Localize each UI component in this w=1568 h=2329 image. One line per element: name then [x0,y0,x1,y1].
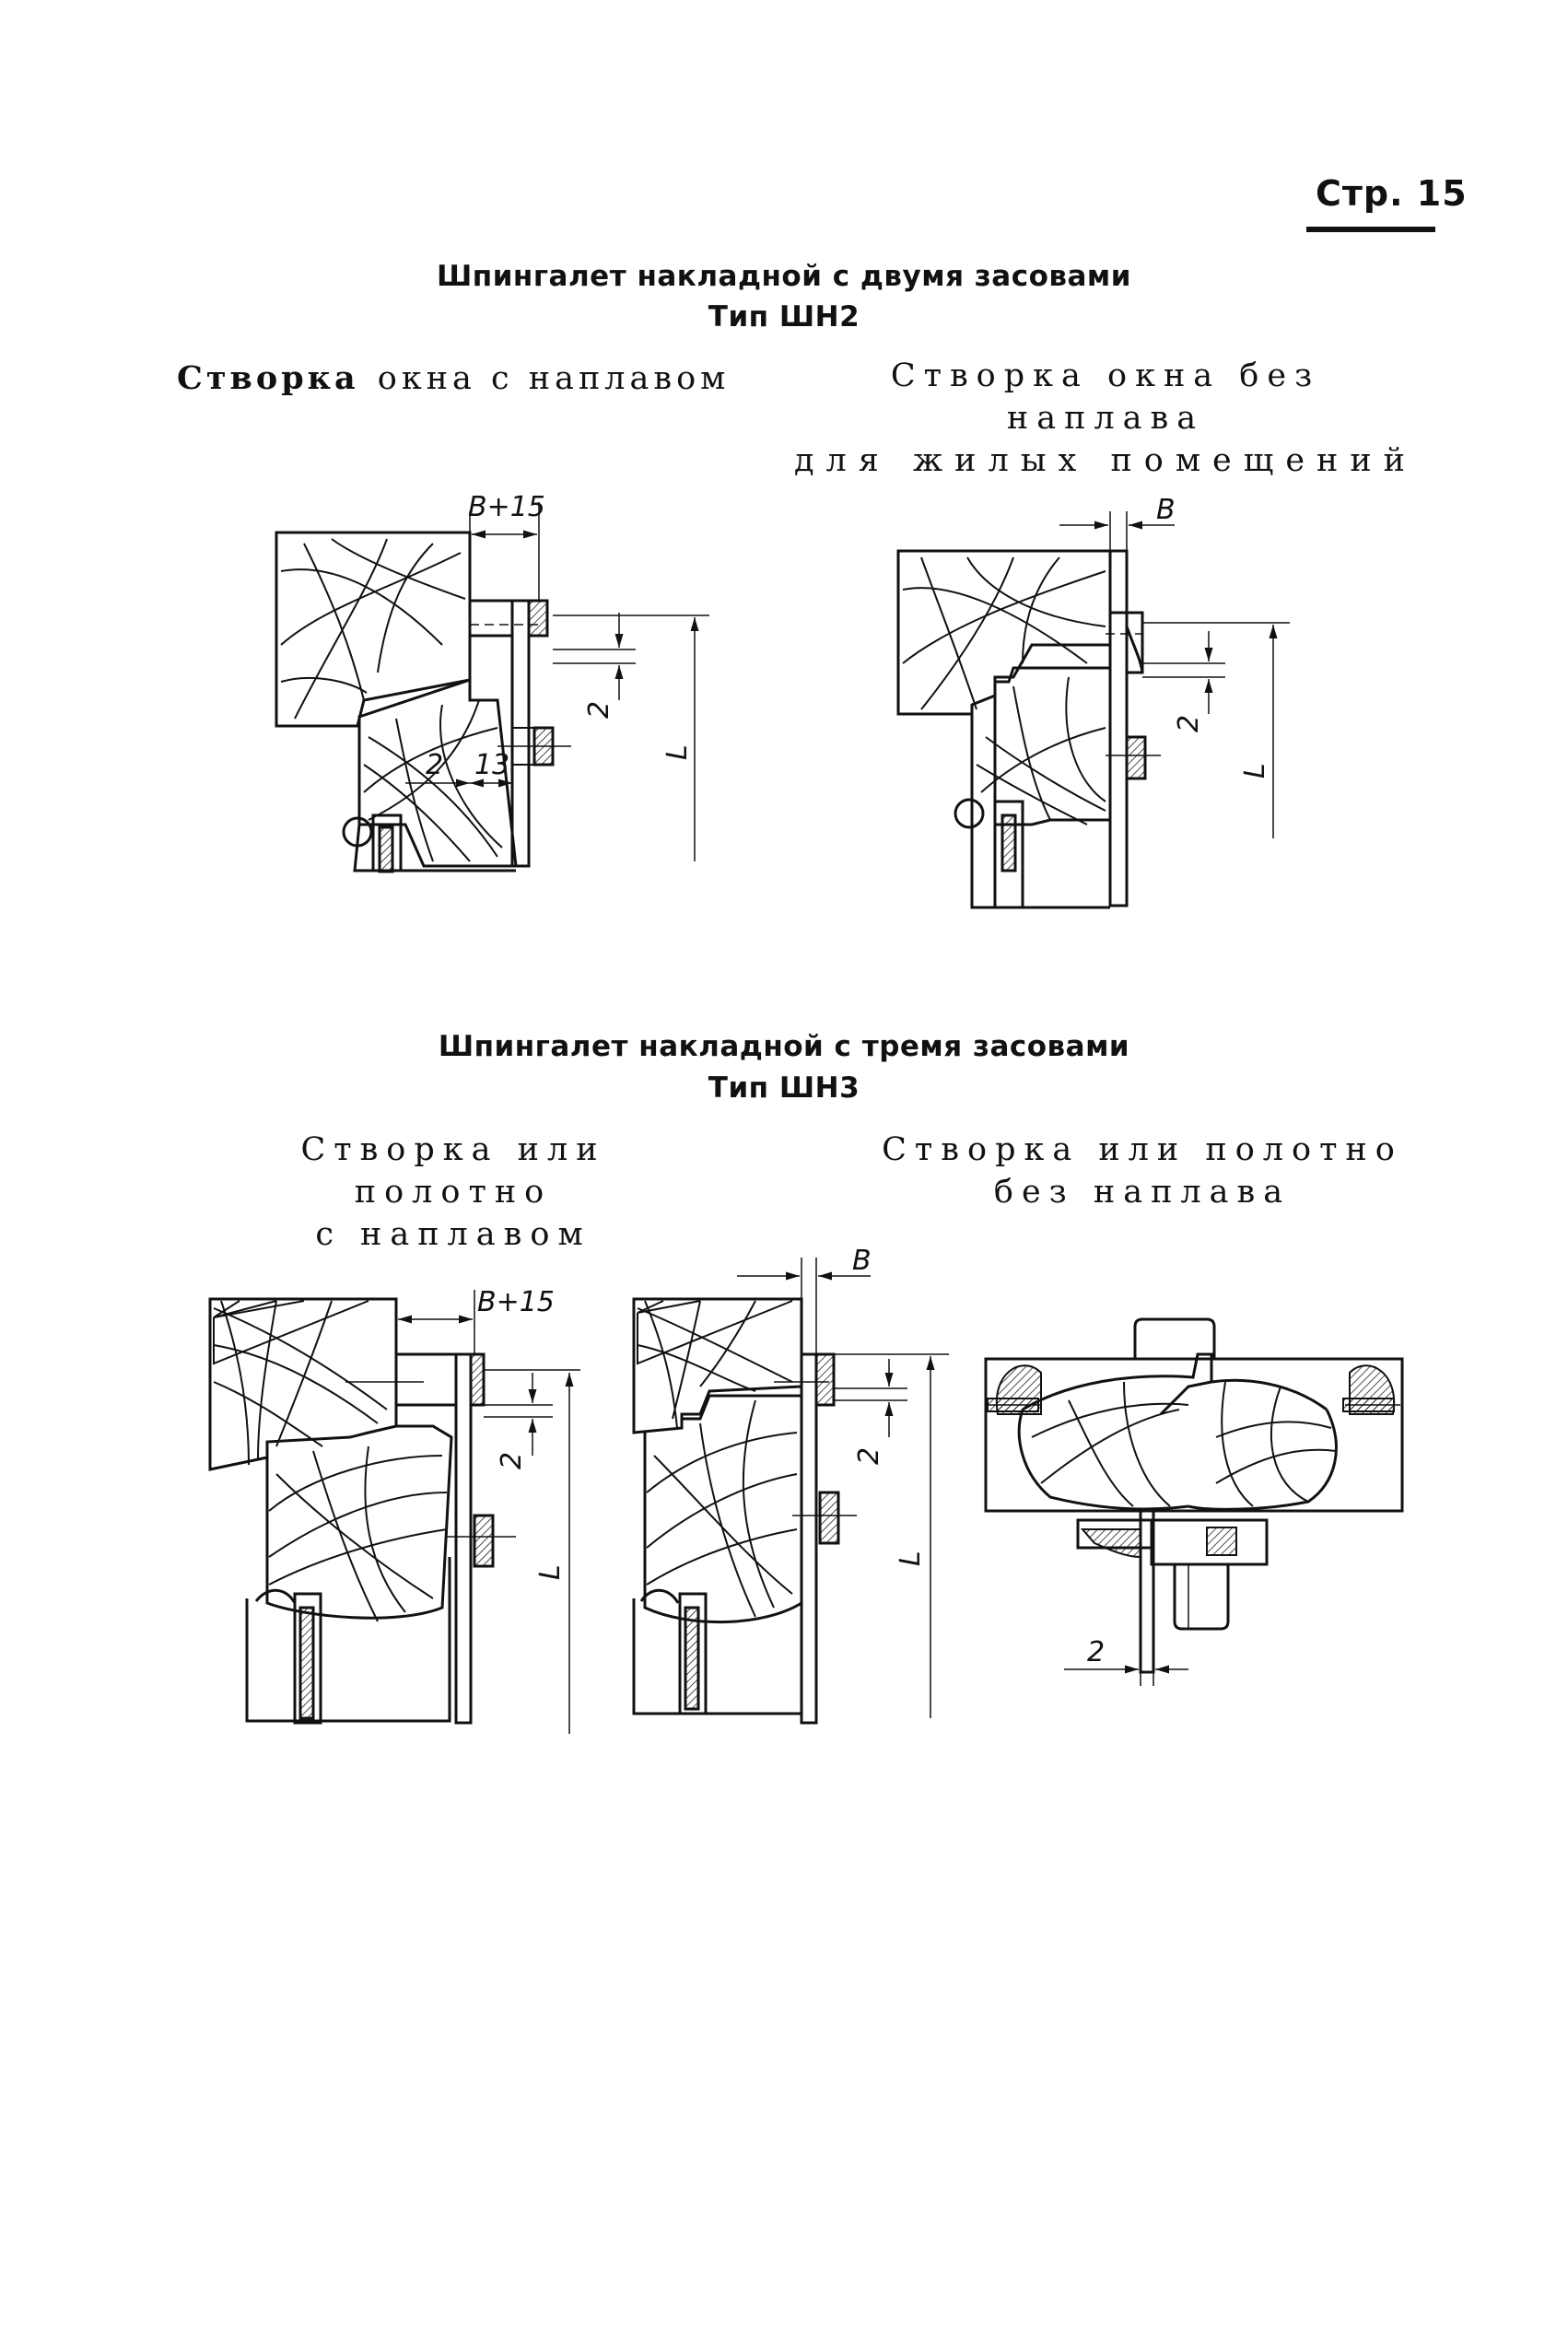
caption-shn3-right-line2: без наплава [993,1174,1292,1211]
caption-shn2-right-line2: для жилых помещений [793,442,1418,479]
fig5-dim-bottom: 2 [1087,1636,1105,1668]
page-number-underline [1306,227,1435,232]
page-number: Стр. 15 [1316,173,1468,214]
fig1-dim-top: B+15 [468,491,545,523]
fig4-dim-length: L [895,1551,927,1566]
caption-shn3-left: Створка или полотно с наплавом [205,1129,702,1256]
figure-shn3-with-overlap [208,1290,580,1734]
fig1-dim-length: L [661,744,694,760]
caption-shn3-right-line1: Створка или полотно [882,1131,1403,1168]
fig1-dim-b: 13 [474,749,509,781]
caption-shn2-left-emph: Створка [177,359,359,397]
section-shn2-title: Шпингалет накладной с двумя засовами [437,260,1131,293]
fig4-dim-top: B [852,1245,872,1277]
figure-shn3-plan-view [984,1317,1404,1686]
fig3-dim-length: L [534,1564,567,1580]
section-shn3-title: Шпингалет накладной с тремя засовами [438,1030,1130,1063]
fig3-dim-right: 2 [496,1452,528,1469]
figure-shn3-without-overlap [632,1258,949,1725]
fig3-dim-top: B+15 [477,1286,555,1318]
fig2-dim-right: 2 [1173,715,1205,732]
figure-shn2-with-overlap [275,502,709,873]
caption-shn2-right-line1: Створка окна без наплава [890,357,1321,437]
section-shn3-type: Тип ШН3 [708,1071,860,1105]
caption-shn3-left-line2: с наплавом [315,1216,591,1253]
caption-shn2-left-rest: окна с наплавом [377,360,731,397]
caption-shn2-right: Створка окна без наплава для жилых помещ… [792,355,1419,482]
fig1-dim-a: 2 [426,749,443,781]
fig2-dim-length: L [1239,763,1271,778]
caption-shn3-right: Створка или полотно без наплава [875,1129,1410,1213]
section-shn2-type: Тип ШН2 [708,300,860,334]
fig1-dim-right: 2 [583,701,615,719]
fig2-dim-top: B [1156,494,1176,526]
figure-shn2-without-overlap [896,511,1290,909]
caption-shn3-left-line1: Створка или полотно [300,1131,606,1211]
fig4-dim-right: 2 [853,1447,885,1465]
caption-shn2-left: Створка окна с наплавом [177,357,730,400]
